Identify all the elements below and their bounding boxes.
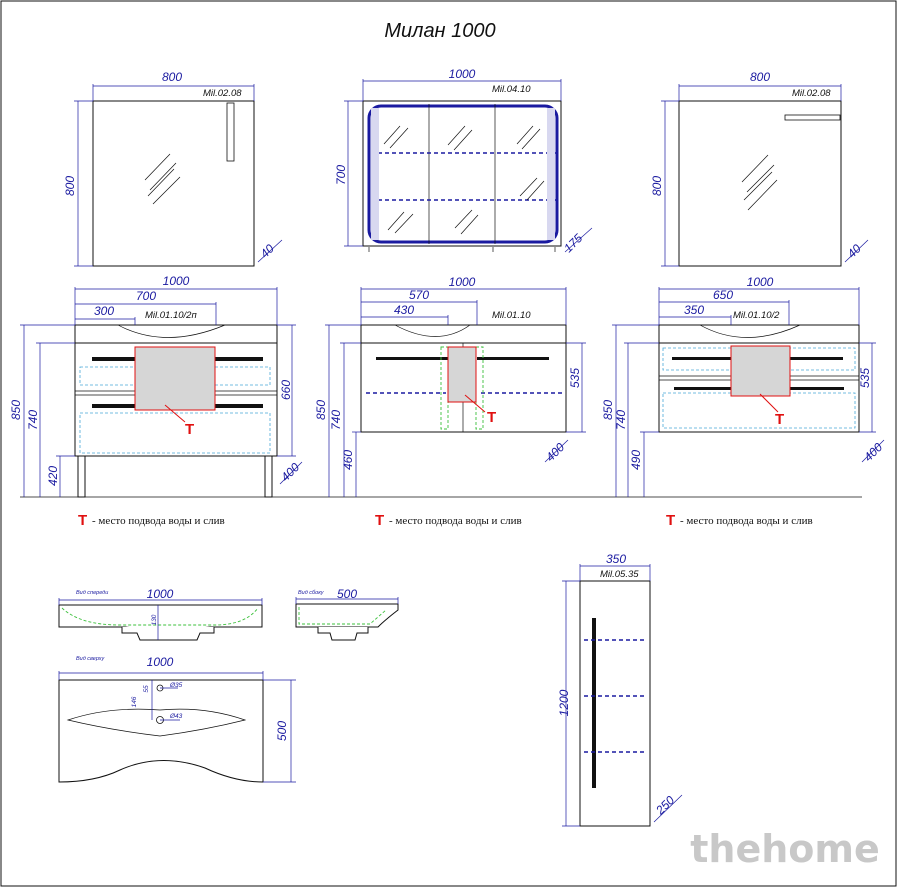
vanity-left: Т 1000 700 300 Mil.01.10/2п 850 740 420 … xyxy=(9,274,302,529)
water-marker-icon: Т xyxy=(375,512,384,529)
vm-740-label: 740 xyxy=(329,410,343,430)
st-width-label: 1000 xyxy=(147,655,174,669)
water-marker-icon: Т xyxy=(185,421,194,438)
mr-depth-label: 40 xyxy=(844,241,864,261)
mirror-lamp-icon xyxy=(784,114,841,121)
vm-460-label: 460 xyxy=(341,450,355,470)
sink-front-view: Вид спереди 1000 130 xyxy=(58,587,263,641)
vr-650-label: 650 xyxy=(713,288,733,302)
vl-420-label: 420 xyxy=(46,466,60,486)
ss-width-label: 500 xyxy=(337,587,357,601)
vr-400-label: 400 xyxy=(861,440,885,464)
vm-535-label: 535 xyxy=(568,368,582,388)
vl-note-text: - место подвода воды и слив xyxy=(92,515,225,527)
vr-740-label: 740 xyxy=(614,410,628,430)
view-label-top: Вид сверху xyxy=(76,656,105,662)
vl-300-label: 300 xyxy=(94,304,114,318)
vm-570-label: 570 xyxy=(409,288,429,302)
tc-depth-label: 250 xyxy=(652,793,677,818)
vr-width-label: 1000 xyxy=(747,275,774,289)
vl-700-label: 700 xyxy=(136,289,156,303)
ml-code-label: Mil.02.08 xyxy=(203,88,242,99)
mr-width-label: 800 xyxy=(750,70,770,84)
view-label-side: Вид сбоку xyxy=(298,590,325,596)
vanity-middle: Т 1000 570 430 Mil.01.10 850 740 460 535… xyxy=(314,275,586,529)
vanity-right: Т 1000 650 350 Mil.01.10/2 850 740 490 5… xyxy=(601,275,885,529)
drawing-title: Милан 1000 xyxy=(384,20,495,42)
st-55-label: 55 xyxy=(143,685,150,693)
water-marker-icon: Т xyxy=(487,409,496,426)
cm-code-label: Mil.04.10 xyxy=(492,84,531,95)
st-146-label: 146 xyxy=(131,696,138,707)
vl-740-label: 740 xyxy=(26,410,40,430)
mirror-left: 800 800 40 Mil.02.08 xyxy=(63,70,283,267)
vm-code-label: Mil.01.10 xyxy=(492,310,531,321)
watermark-logo: thehome xyxy=(690,827,880,871)
vl-660-label: 660 xyxy=(279,380,293,400)
cm-depth-label: 175 xyxy=(561,231,585,255)
sf-130-label: 130 xyxy=(151,614,158,625)
cm-width-label: 1000 xyxy=(449,67,476,81)
vm-430-label: 430 xyxy=(394,303,414,317)
vr-code-label: Mil.01.10/2 xyxy=(733,310,780,321)
vm-note-text: - место подвода воды и слив xyxy=(389,515,522,527)
vr-535-label: 535 xyxy=(858,368,872,388)
view-label-front: Вид спереди xyxy=(76,590,108,596)
mr-height-label: 800 xyxy=(650,176,664,196)
ml-width-label: 800 xyxy=(162,70,182,84)
vr-note-text: - место подвода воды и слив xyxy=(680,515,813,527)
vl-width-label: 1000 xyxy=(163,274,190,288)
vr-850-label: 850 xyxy=(601,400,615,420)
water-marker-icon: Т xyxy=(666,512,675,529)
cabinet-mirror: 1000 700 175 Mil.04.10 xyxy=(334,67,593,255)
st-depth-label: 500 xyxy=(275,721,289,741)
sink-top-view: Вид сверху 1000 500 55 146 Ø35 Ø43 xyxy=(58,655,296,783)
cm-height-label: 700 xyxy=(334,165,348,185)
tall-cabinet: 350 Mil.05.35 1200 250 xyxy=(557,552,683,827)
ml-depth-label: 40 xyxy=(257,241,277,261)
water-marker-icon: Т xyxy=(78,512,87,529)
st-d35-label: Ø35 xyxy=(169,682,183,689)
vm-width-label: 1000 xyxy=(449,275,476,289)
sf-width-label: 1000 xyxy=(147,587,174,601)
vr-350-label: 350 xyxy=(684,303,704,317)
mirror-right: 800 800 40 Mil.02.08 xyxy=(650,70,869,267)
vl-code-label: Mil.01.10/2п xyxy=(145,310,197,321)
vm-850-label: 850 xyxy=(314,400,328,420)
tc-height-label: 1200 xyxy=(557,689,571,716)
mirror-lamp-icon xyxy=(226,102,235,162)
st-d43-label: Ø43 xyxy=(169,713,183,720)
tc-width-label: 350 xyxy=(606,552,626,566)
water-marker-icon: Т xyxy=(775,411,784,428)
vr-490-label: 490 xyxy=(629,450,643,470)
vl-850-label: 850 xyxy=(9,400,23,420)
tc-code-label: Mil.05.35 xyxy=(600,569,639,580)
mr-code-label: Mil.02.08 xyxy=(792,88,831,99)
vl-400-label: 400 xyxy=(278,460,302,484)
sink-side-view: Вид сбоку 500 xyxy=(295,587,399,641)
ml-height-label: 800 xyxy=(63,176,77,196)
